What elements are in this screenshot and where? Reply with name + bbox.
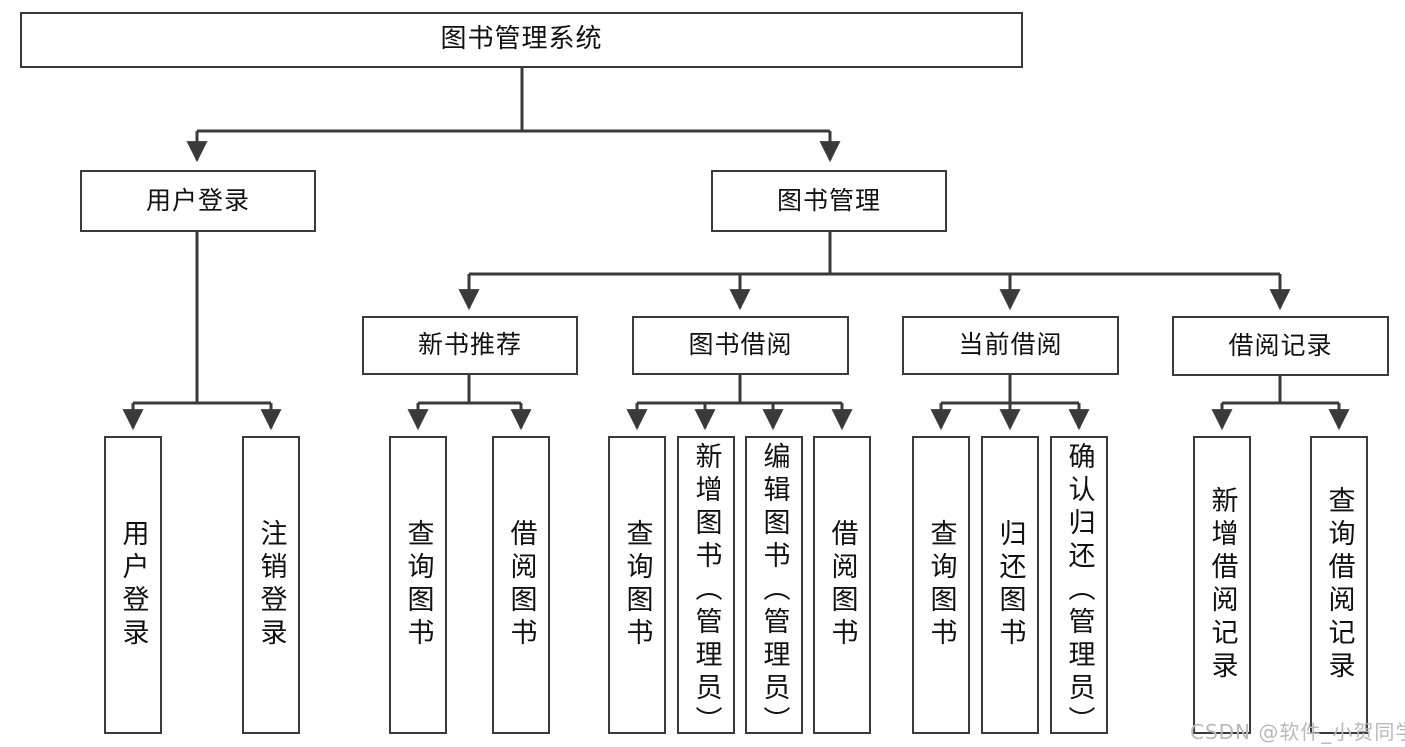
node-label: 借阅记录 — [1228, 330, 1333, 360]
node-user-login[interactable]: 用户登录 — [80, 170, 316, 232]
watermark-text: CSDN @软件_小贺同学 — [1190, 720, 1405, 744]
node-leaf-query-borrow-record[interactable]: 查询借阅记录 — [1310, 436, 1368, 734]
node-leaf-borrow-book[interactable]: 借阅图书 — [813, 436, 871, 734]
node-leaf-borrow-book-recommend[interactable]: 借阅图书 — [492, 436, 550, 734]
node-new-book-recommend[interactable]: 新书推荐 — [362, 316, 578, 375]
node-label: 图书管理系统 — [440, 24, 603, 55]
node-leaf-query-book-recommend[interactable]: 查询图书 — [389, 436, 447, 734]
node-book-manage[interactable]: 图书管理 — [711, 170, 947, 232]
node-leaf-add-borrow-record[interactable]: 新增借阅记录 — [1193, 436, 1251, 734]
node-leaf-query-book-borrow[interactable]: 查询图书 — [608, 436, 666, 734]
node-label: 查询图书 — [925, 519, 957, 651]
node-label: 注销登录 — [255, 519, 287, 651]
node-label: 借阅图书 — [505, 519, 537, 651]
node-label: 图书借阅 — [688, 330, 793, 360]
node-label: 当前借阅 — [958, 330, 1063, 360]
node-leaf-return-book[interactable]: 归还图书 — [981, 436, 1039, 734]
node-label: 查询图书 — [621, 519, 653, 651]
node-label: 图书管理 — [776, 185, 881, 215]
node-leaf-add-book[interactable]: 新增图书（管理员） — [677, 436, 735, 739]
node-label: 新增图书（管理员） — [690, 442, 722, 739]
node-label: 用户登录 — [145, 185, 250, 215]
node-label: 用户登录 — [117, 519, 149, 651]
node-leaf-confirm-return[interactable]: 确认归还（管理员） — [1050, 436, 1108, 739]
node-current-borrow[interactable]: 当前借阅 — [902, 316, 1119, 375]
node-label: 查询借阅记录 — [1323, 486, 1355, 684]
node-label: 编辑图书（管理员） — [758, 442, 790, 739]
node-label: 借阅图书 — [826, 519, 858, 651]
node-leaf-logout-login[interactable]: 注销登录 — [242, 436, 300, 734]
node-label: 确认归还（管理员） — [1063, 442, 1095, 739]
node-book-borrow[interactable]: 图书借阅 — [632, 316, 849, 375]
node-label: 新增借阅记录 — [1206, 486, 1238, 684]
node-label: 新书推荐 — [417, 330, 522, 360]
node-label: 查询图书 — [402, 519, 434, 651]
node-leaf-user-login[interactable]: 用户登录 — [104, 436, 162, 734]
node-leaf-query-book-current[interactable]: 查询图书 — [912, 436, 970, 734]
node-root-system[interactable]: 图书管理系统 — [20, 12, 1023, 68]
node-borrow-record[interactable]: 借阅记录 — [1172, 316, 1389, 376]
node-label: 归还图书 — [994, 519, 1026, 651]
node-leaf-edit-book[interactable]: 编辑图书（管理员） — [745, 436, 803, 739]
